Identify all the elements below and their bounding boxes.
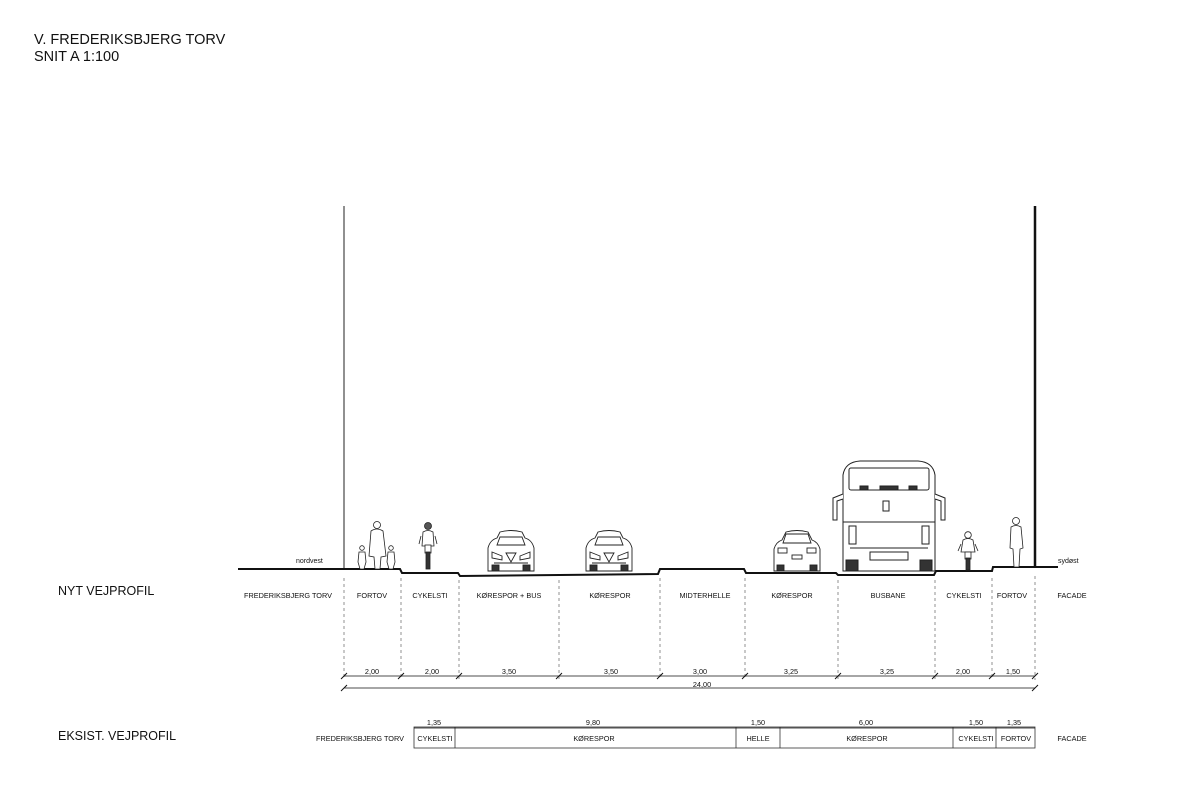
new-zone-7-name: CYKELSTI: [946, 591, 982, 600]
existing-outer-left: FREDERIKSBJERG TORV: [316, 734, 404, 743]
existing-zone-0-name: CYKELSTI: [417, 734, 453, 743]
new-zone-7-width: 2,00: [955, 667, 971, 676]
new-zone-0-width: 2,00: [364, 667, 380, 676]
orientation-right: sydøst: [1058, 558, 1079, 565]
existing-zone-3-width: 6,00: [858, 718, 874, 727]
existing-zone-5-name: FORTOV: [1000, 734, 1032, 743]
orientation-left: nordvest: [296, 558, 323, 565]
new-zone-1-width: 2,00: [424, 667, 440, 676]
ground-profile: [238, 566, 1058, 578]
dimension-lines: [340, 672, 1039, 692]
new-zone-5-width: 3,25: [783, 667, 799, 676]
existing-zone-2-width: 1,50: [750, 718, 766, 727]
cyclist-left-figure: [418, 522, 438, 570]
pedestrian-right-figure: [1009, 517, 1024, 568]
cyclist-right-figure: [957, 531, 979, 571]
drawing-title: V. FREDERIKSBJERG TORV SNIT A 1:100: [34, 32, 225, 66]
new-zone-3-name: KØRESPOR: [589, 591, 631, 600]
existing-profile-label: EKSIST. VEJPROFIL: [58, 729, 177, 743]
existing-zone-2-name: HELLE: [746, 734, 770, 743]
new-zone-4-width: 3,00: [692, 667, 708, 676]
existing-profile-boxes: [413, 726, 1036, 749]
existing-zone-1-name: KØRESPOR: [573, 734, 615, 743]
new-zone-8-width: 1,50: [1005, 667, 1021, 676]
existing-outer-right: FACADE: [1057, 734, 1087, 743]
zone-dividers: [343, 576, 1036, 680]
new-zone-6-width: 3,25: [879, 667, 895, 676]
new-profile-label: NYT VEJPROFIL: [58, 584, 155, 598]
new-total-width: 24,00: [692, 680, 712, 689]
car-front-view-2: [585, 530, 633, 572]
existing-zone-5-width: 1,35: [1006, 718, 1022, 727]
bus-rear-view: [832, 460, 946, 572]
car-front-view-1: [487, 530, 535, 572]
existing-zone-1-width: 9,80: [585, 718, 601, 727]
new-zone-3-width: 3,50: [603, 667, 619, 676]
new-zone-6-name: BUSBANE: [870, 591, 906, 600]
new-zone-4-name: MIDTERHELLE: [679, 591, 731, 600]
new-outer-right: FACADE: [1057, 591, 1087, 600]
existing-zone-4-width: 1,50: [968, 718, 984, 727]
new-outer-left: FREDERIKSBJERG TORV: [244, 591, 332, 600]
title-line-2: SNIT A 1:100: [34, 49, 120, 65]
existing-zone-0-width: 1,35: [426, 718, 442, 727]
existing-zone-4-name: CYKELSTI: [958, 734, 994, 743]
existing-zone-3-name: KØRESPOR: [846, 734, 888, 743]
new-zone-1-name: CYKELSTI: [412, 591, 448, 600]
new-zone-0-name: FORTOV: [356, 591, 388, 600]
pedestrian-group-figure: [357, 521, 396, 570]
new-zone-2-name: KØRESPOR + BUS: [476, 591, 542, 600]
new-zone-5-name: KØRESPOR: [771, 591, 813, 600]
new-zone-8-name: FORTOV: [996, 591, 1028, 600]
car-rear-view: [773, 530, 821, 572]
new-zone-2-width: 3,50: [501, 667, 517, 676]
title-line-1: V. FREDERIKSBJERG TORV: [34, 32, 226, 48]
